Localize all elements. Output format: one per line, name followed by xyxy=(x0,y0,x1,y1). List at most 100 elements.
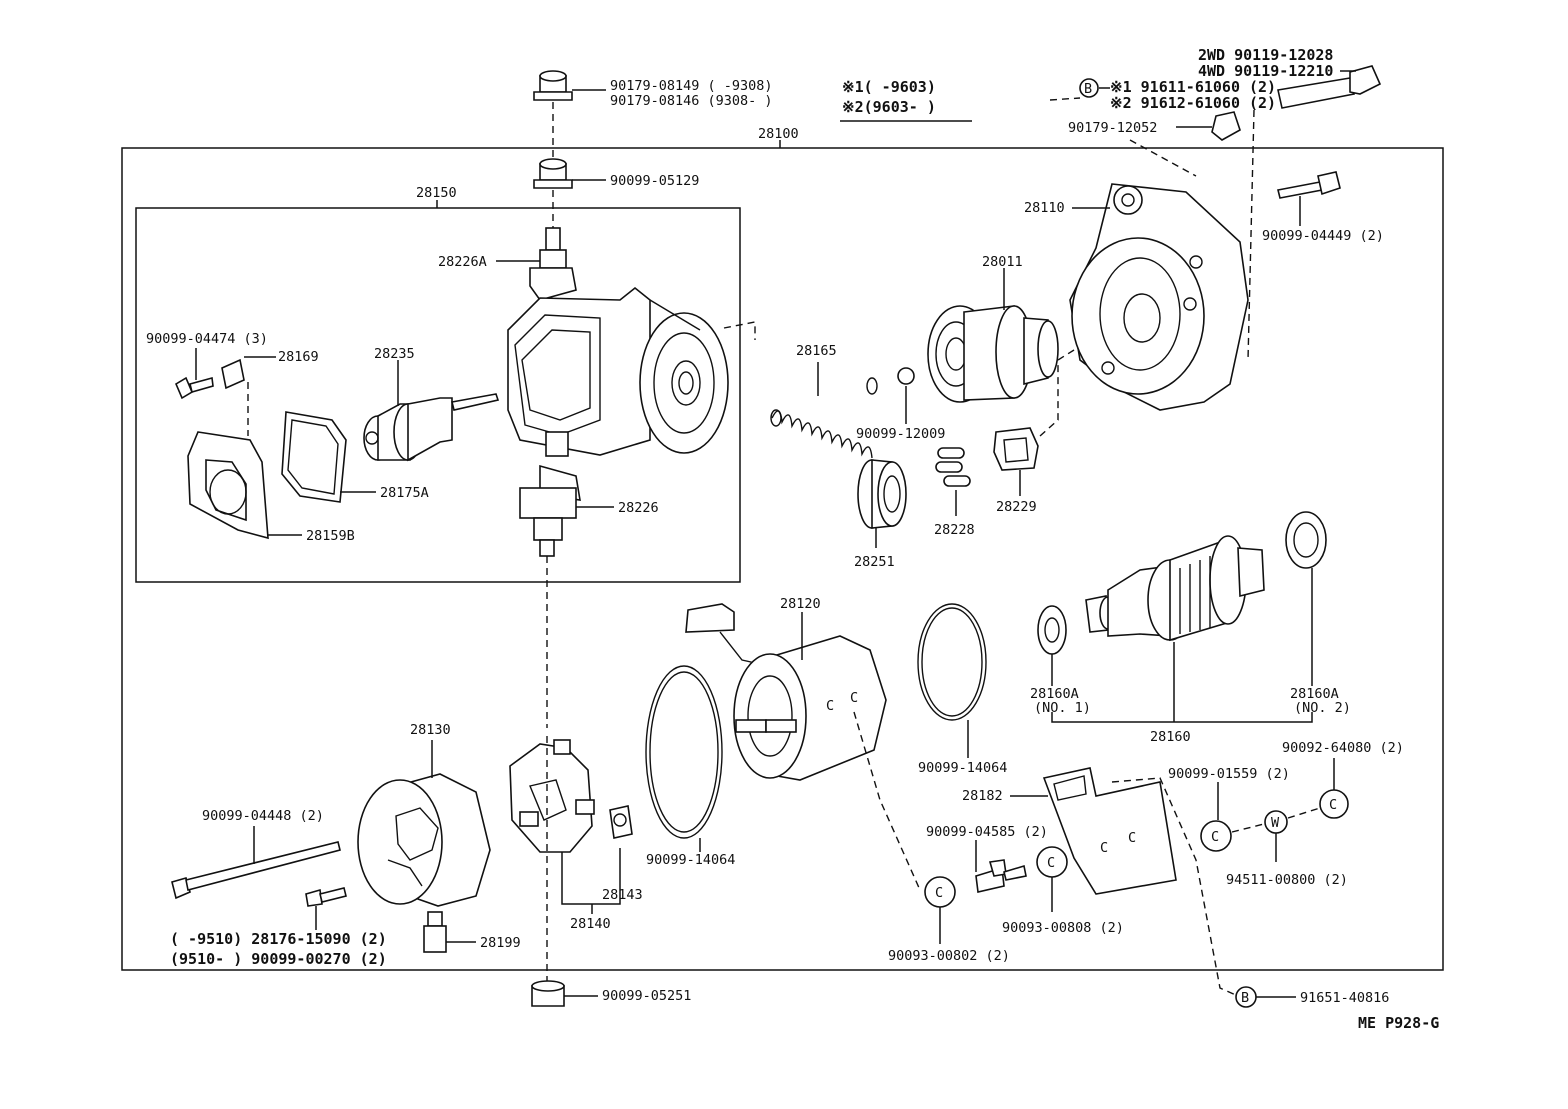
frame-28150 xyxy=(135,207,741,583)
label-c-yoke-b: C xyxy=(850,690,858,706)
armature-28160 xyxy=(1085,535,1265,642)
plate-28182: C C xyxy=(1042,767,1177,895)
bolt-90119 xyxy=(1277,65,1382,109)
label-28182: 28182 xyxy=(962,788,1003,804)
bearing-28160A-no1 xyxy=(1037,605,1067,655)
label-90099-14064-b: 90099-14064 xyxy=(918,760,1007,776)
spring-28165 xyxy=(770,377,878,459)
nut-bottom xyxy=(531,980,565,1007)
clip-28169 xyxy=(221,358,245,390)
label-28100: 28100 xyxy=(758,126,799,142)
label-90099-04449: 90099-04449 (2) xyxy=(1262,228,1384,244)
label-90093-00802: 90093-00802 (2) xyxy=(888,948,1010,964)
ball-90099-12009 xyxy=(897,367,915,385)
label-bolt-2wd: 2WD 90119-12028 xyxy=(1198,46,1333,64)
label-mark-b-top: B xyxy=(1084,81,1092,97)
label-28160: 28160 xyxy=(1150,729,1191,745)
terminal-28226 xyxy=(519,464,581,557)
label-28159B: 28159B xyxy=(306,528,355,544)
label-90093-00808: 90093-00808 (2) xyxy=(1002,920,1124,936)
label-28228: 28228 xyxy=(934,522,975,538)
label-bolt-4wd: 4WD 90119-12210 xyxy=(1198,62,1333,80)
gear-28251 xyxy=(857,459,907,529)
label-28226: 28226 xyxy=(618,500,659,516)
gasket-28175A xyxy=(281,411,347,503)
label-c-plate-b: C xyxy=(1128,830,1136,846)
label-c-01559: C xyxy=(1211,829,1219,845)
label-28150: 28150 xyxy=(416,185,457,201)
label-28110: 28110 xyxy=(1024,200,1065,216)
label-nut-bottom: 90099-05251 xyxy=(602,988,691,1004)
label-nut-top-a: 90179-08149 ( -9308) xyxy=(610,78,773,94)
label-28226A: 28226A xyxy=(438,254,487,270)
label-nut-90099-05129: 90099-05129 xyxy=(610,173,699,189)
nut-top xyxy=(533,70,573,101)
label-c-yoke-a: C xyxy=(826,698,834,714)
end-frame-28130 xyxy=(357,773,491,907)
label-91651-40816: 91651-40816 xyxy=(1300,990,1389,1006)
label-28229: 28229 xyxy=(996,499,1037,515)
label-28160A-no1: 28160A xyxy=(1030,686,1079,702)
brush-holder-28140 xyxy=(509,739,595,853)
frame-28100 xyxy=(121,147,1444,971)
mark-b-top xyxy=(1079,78,1099,98)
washer-90099-01559 xyxy=(1200,820,1232,852)
label-28165: 28165 xyxy=(796,343,837,359)
bolt-90099-04474 xyxy=(174,376,214,400)
plunger-28235 xyxy=(363,393,500,462)
label-90179-12052: 90179-12052 xyxy=(1068,120,1157,136)
terminal-28226A xyxy=(529,227,577,301)
label-28169: 28169 xyxy=(278,349,319,365)
label-90099-14064-a: 90099-14064 xyxy=(646,852,735,868)
cover-28159B xyxy=(187,431,269,540)
screw-28176 xyxy=(305,887,347,907)
bolt-90099-04448 xyxy=(171,841,341,900)
label-90099-12009: 90099-12009 xyxy=(856,426,945,442)
solenoid-housing xyxy=(507,286,729,457)
cap-28199 xyxy=(423,911,447,953)
nut-90099-05129 xyxy=(533,158,573,189)
label-28011: 28011 xyxy=(982,254,1023,270)
label-screw-a: ( -9510) 28176-15090 (2) xyxy=(170,930,387,948)
label-28160A-no2: 28160A xyxy=(1290,686,1339,702)
retainer-28229 xyxy=(993,427,1039,471)
label-28120: 28120 xyxy=(780,596,821,612)
label-nut-top-b: 90179-08146 (9308- ) xyxy=(610,93,773,109)
diagram-code: ME P928-G xyxy=(1358,1014,1439,1032)
label-28235: 28235 xyxy=(374,346,415,362)
note-1: ※1( -9603) xyxy=(842,78,936,96)
label-28251: 28251 xyxy=(854,554,895,570)
rollers-28228 xyxy=(935,447,971,487)
yoke-28120: C C xyxy=(685,603,887,781)
spring-28143 xyxy=(609,805,633,839)
label-28199: 28199 xyxy=(480,935,521,951)
oring-right xyxy=(917,603,987,721)
label-90099-01559: 90099-01559 (2) xyxy=(1168,766,1290,782)
note-2: ※2(9603- ) xyxy=(842,98,936,116)
label-c-90092: C xyxy=(1329,797,1337,813)
label-90099-04474: 90099-04474 (3) xyxy=(146,331,268,347)
bearing-28160A-no2 xyxy=(1285,511,1327,569)
label-28160A-no2-sub: (NO. 2) xyxy=(1294,700,1351,716)
label-28160A-no1-sub: (NO. 1) xyxy=(1034,700,1091,716)
label-c-00808: C xyxy=(1047,855,1055,871)
label-90092-64080: 90092-64080 (2) xyxy=(1282,740,1404,756)
label-90099-04448: 90099-04448 (2) xyxy=(202,808,324,824)
label-90099-04585: 90099-04585 (2) xyxy=(926,824,1048,840)
label-28130: 28130 xyxy=(410,722,451,738)
label-28140: 28140 xyxy=(570,916,611,932)
label-c-plate-a: C xyxy=(1100,840,1108,856)
label-28175A: 28175A xyxy=(380,485,429,501)
label-note-91611: ※1 91611-61060 (2) xyxy=(1110,78,1276,96)
label-screw-b: (9510- ) 90099-00270 (2) xyxy=(170,950,387,968)
clutch-28011 xyxy=(927,305,1059,403)
washer-90179-12052 xyxy=(1211,111,1241,141)
screw-90099-04585 xyxy=(975,859,1027,893)
label-c-00802: C xyxy=(935,885,943,901)
label-94511-00800: 94511-00800 (2) xyxy=(1226,872,1348,888)
label-note-91612: ※2 91612-61060 (2) xyxy=(1110,94,1276,112)
housing-28110 xyxy=(1069,183,1249,411)
label-w: W xyxy=(1271,815,1280,831)
